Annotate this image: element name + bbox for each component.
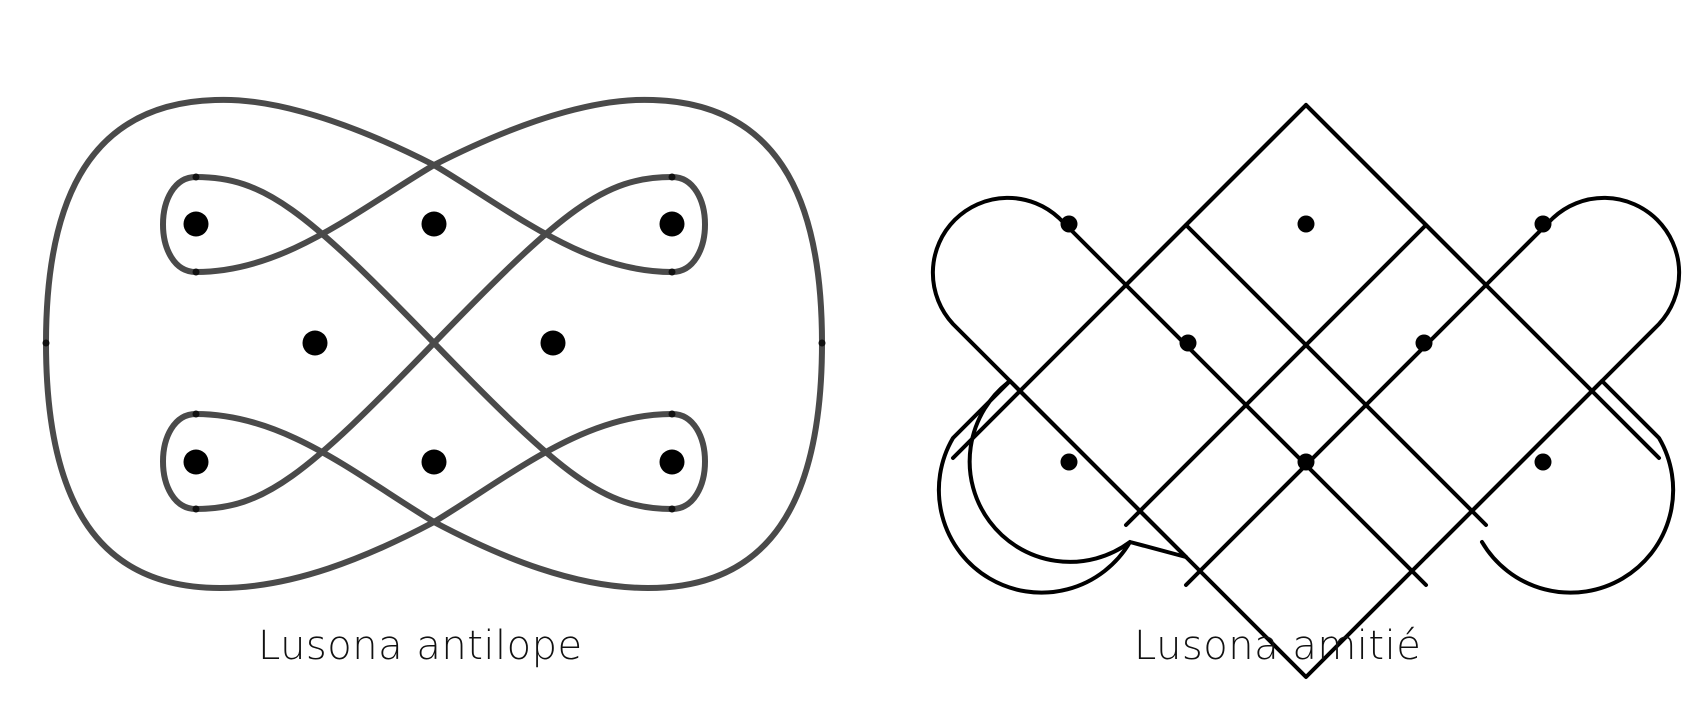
dot bbox=[1060, 215, 1078, 233]
outer-path bbox=[930, 103, 1682, 679]
dot bbox=[1060, 453, 1078, 471]
lobe-lower-right bbox=[1480, 379, 1676, 595]
lusona-antilope-drawing bbox=[43, 96, 825, 591]
dot bbox=[421, 449, 447, 475]
dot bbox=[1179, 334, 1197, 352]
dot bbox=[1534, 215, 1552, 233]
caption-lusona-antilope: Lusona antilope bbox=[258, 623, 583, 669]
caption-lusona-amitie: Lusona amitié bbox=[1134, 623, 1422, 669]
strand-diagonal-b bbox=[193, 174, 675, 512]
dot bbox=[540, 330, 566, 356]
loop-bottom-right bbox=[669, 411, 708, 512]
lusona-amitie-drawing bbox=[930, 103, 1682, 679]
dot bbox=[659, 211, 685, 237]
grid-diagonals-down bbox=[1008, 103, 1661, 587]
loop-top-left bbox=[160, 174, 199, 275]
dot bbox=[1415, 334, 1433, 352]
dot bbox=[302, 330, 328, 356]
loop-top-right bbox=[669, 174, 708, 275]
dot bbox=[183, 449, 209, 475]
dot bbox=[421, 211, 447, 237]
loop-bottom-left bbox=[160, 411, 199, 512]
amitie-dots bbox=[1060, 215, 1552, 471]
strand-bottom-wave bbox=[193, 411, 675, 525]
dot bbox=[1534, 453, 1552, 471]
junction-markers bbox=[42, 173, 826, 513]
dot bbox=[1297, 453, 1315, 471]
dot bbox=[183, 211, 209, 237]
dot bbox=[1297, 215, 1315, 233]
lobe-lower-left bbox=[936, 379, 1188, 595]
grid-diagonals-up bbox=[951, 103, 1604, 587]
antilope-dots bbox=[183, 211, 685, 475]
strand-top-wave bbox=[193, 162, 675, 275]
dot bbox=[659, 449, 685, 475]
